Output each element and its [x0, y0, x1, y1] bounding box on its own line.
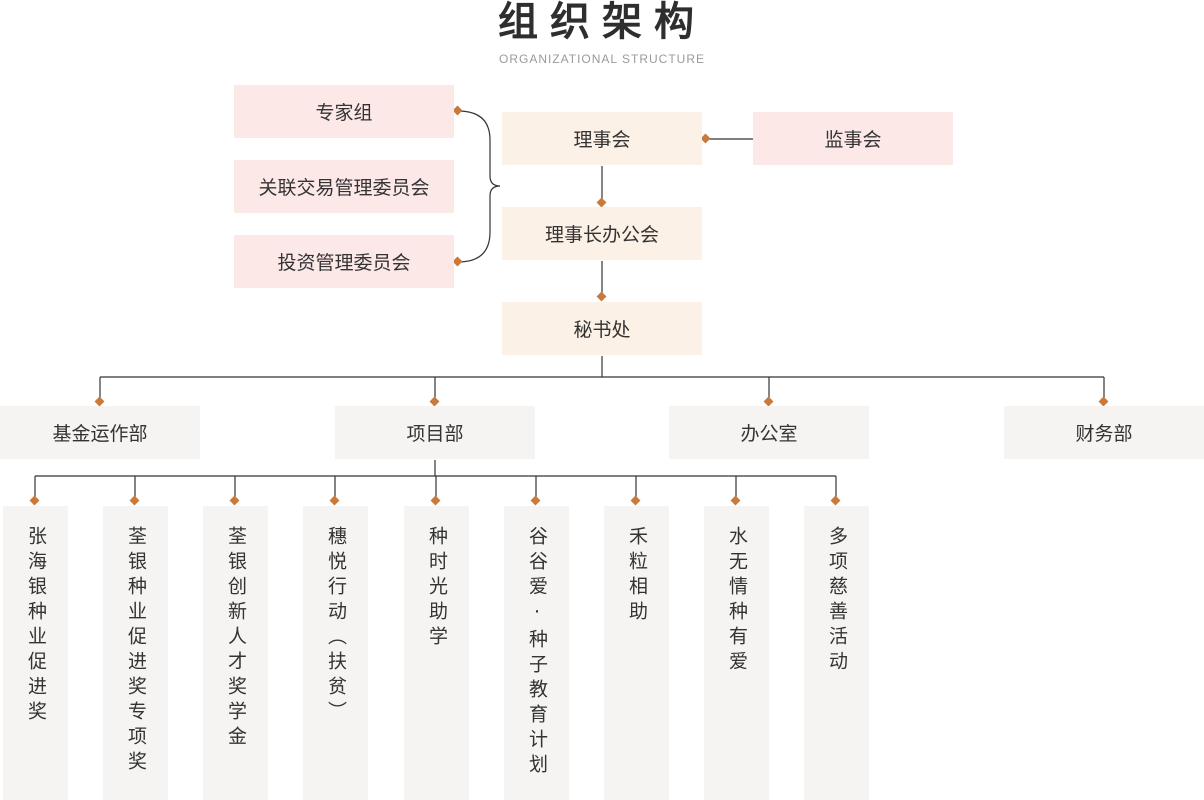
connector-dot [730, 495, 741, 506]
project-label: 禾粒相助 [626, 526, 648, 626]
investment-committee-box: 投资管理委员会 [234, 235, 454, 288]
project-label: 张海银种业促进奖 [25, 526, 47, 726]
project-box: 穗悦行动（扶贫） [303, 506, 368, 800]
connector-dot [452, 105, 463, 116]
project-box: 水无情种有爱 [704, 506, 769, 800]
project-label: 穗悦行动（扶贫） [325, 526, 347, 726]
expert-group-box: 专家组 [234, 85, 454, 138]
secretariat-box: 秘书处 [502, 302, 702, 355]
project-box: 种时光助学 [404, 506, 469, 800]
connector-dot [94, 396, 105, 407]
project-label: 荃银种业促进奖专项奖 [125, 526, 147, 776]
connector-dot [429, 396, 440, 407]
board-box: 理事会 [502, 112, 702, 165]
connector-dot [596, 197, 607, 208]
department-box: 办公室 [669, 406, 869, 459]
connector-dot [530, 495, 541, 506]
project-label: 荃银创新人才奖学金 [225, 526, 247, 751]
page-subtitle: ORGANIZATIONAL STRUCTURE [498, 52, 705, 66]
connector-dot [229, 495, 240, 506]
connector-dot [763, 396, 774, 407]
connector-dot [452, 256, 463, 267]
chair-office-box: 理事长办公会 [502, 207, 702, 260]
department-box: 财务部 [1004, 406, 1204, 459]
project-box: 多项慈善活动 [804, 506, 869, 800]
connector-dot [630, 495, 641, 506]
project-label: 谷谷爱·种子教育计划 [526, 526, 548, 779]
project-label: 水无情种有爱 [726, 526, 748, 676]
project-box: 张海银种业促进奖 [3, 506, 68, 800]
connector-dot [700, 133, 711, 144]
connector-dot [329, 495, 340, 506]
connector-dot [129, 495, 140, 506]
department-box: 基金运作部 [0, 406, 200, 459]
page-title: 组织架构 [498, 0, 706, 45]
project-box: 谷谷爱·种子教育计划 [504, 506, 569, 800]
supervisors-box: 监事会 [753, 112, 953, 165]
connector-dot [430, 495, 441, 506]
connector-dot [596, 291, 607, 302]
connector-dot [1098, 396, 1109, 407]
department-box: 项目部 [335, 406, 535, 459]
project-box: 荃银创新人才奖学金 [203, 506, 268, 800]
project-label: 种时光助学 [426, 526, 448, 651]
project-box: 荃银种业促进奖专项奖 [103, 506, 168, 800]
project-label: 多项慈善活动 [826, 526, 848, 676]
connector-dot [830, 495, 841, 506]
project-box: 禾粒相助 [604, 506, 669, 800]
connector-dot [29, 495, 40, 506]
related-trade-committee-box: 关联交易管理委员会 [234, 160, 454, 213]
